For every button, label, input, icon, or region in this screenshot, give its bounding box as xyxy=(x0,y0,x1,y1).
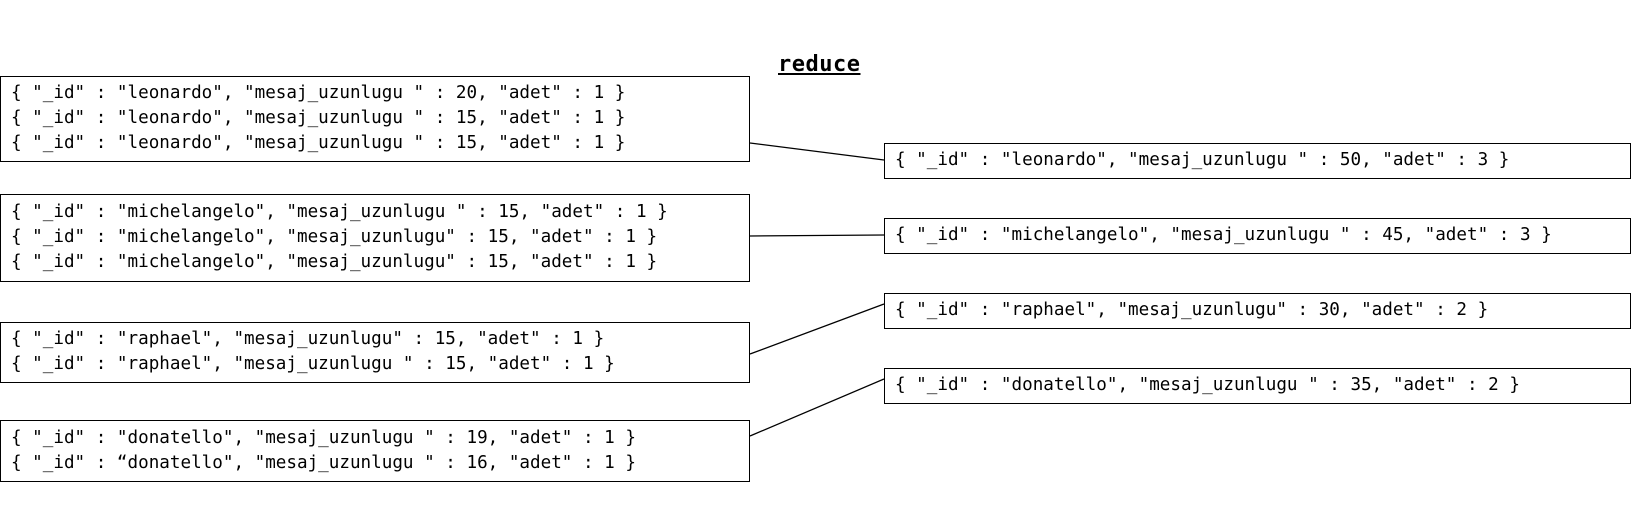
connector-donatello xyxy=(749,378,885,437)
input-record: { "_id" : "michelangelo", "mesaj_uzunlug… xyxy=(11,252,658,272)
input-box-donatello: { "_id" : "donatello", "mesaj_uzunlugu "… xyxy=(0,420,750,482)
connector-leonardo xyxy=(749,142,885,161)
input-box-raphael: { "_id" : "raphael", "mesaj_uzunlugu" : … xyxy=(0,322,750,383)
diagram-title: reduce xyxy=(778,52,861,77)
connector-raphael xyxy=(749,303,885,355)
input-box-leonardo: { "_id" : "leonardo", "mesaj_uzunlugu " … xyxy=(0,76,750,162)
input-record: { "_id" : "leonardo", "mesaj_uzunlugu " … xyxy=(11,83,626,103)
output-record: { "_id" : "leonardo", "mesaj_uzunlugu " … xyxy=(895,150,1510,170)
output-box-donatello: { "_id" : "donatello", "mesaj_uzunlugu "… xyxy=(884,368,1631,404)
input-record: { "_id" : "michelangelo", "mesaj_uzunlug… xyxy=(11,227,658,247)
input-record: { "_id" : "raphael", "mesaj_uzunlugu " :… xyxy=(11,354,615,374)
output-record: { "_id" : "raphael", "mesaj_uzunlugu" : … xyxy=(895,300,1489,320)
input-box-michelangelo: { "_id" : "michelangelo", "mesaj_uzunlug… xyxy=(0,194,750,282)
output-record: { "_id" : "donatello", "mesaj_uzunlugu "… xyxy=(895,375,1520,395)
output-box-michelangelo: { "_id" : "michelangelo", "mesaj_uzunlug… xyxy=(884,218,1631,254)
output-box-leonardo: { "_id" : "leonardo", "mesaj_uzunlugu " … xyxy=(884,143,1631,179)
output-record: { "_id" : "michelangelo", "mesaj_uzunlug… xyxy=(895,225,1552,245)
input-record: { "_id" : "donatello", "mesaj_uzunlugu "… xyxy=(11,428,636,448)
connector-michelangelo xyxy=(749,234,885,237)
input-record: { "_id" : “donatello", "mesaj_uzunlugu "… xyxy=(11,453,636,473)
output-box-raphael: { "_id" : "raphael", "mesaj_uzunlugu" : … xyxy=(884,293,1631,329)
input-record: { "_id" : "leonardo", "mesaj_uzunlugu " … xyxy=(11,108,626,128)
input-record: { "_id" : "raphael", "mesaj_uzunlugu" : … xyxy=(11,329,605,349)
input-record: { "_id" : "leonardo", "mesaj_uzunlugu " … xyxy=(11,133,626,153)
input-record: { "_id" : "michelangelo", "mesaj_uzunlug… xyxy=(11,202,668,222)
